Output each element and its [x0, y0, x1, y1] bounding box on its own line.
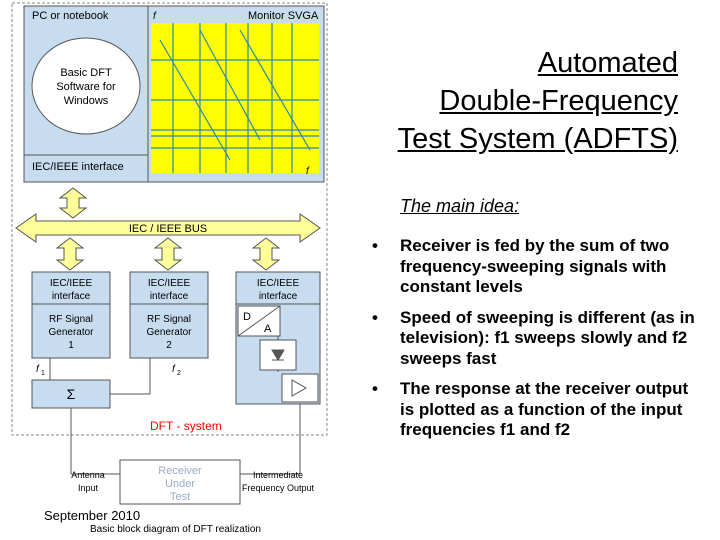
iec-bus — [15, 213, 321, 243]
amplifier-icon — [291, 379, 308, 397]
antenna-line-2: Input — [78, 483, 99, 493]
bullet-item: • Speed of sweeping is different (as in … — [372, 308, 702, 370]
bullet-item: • The response at the receiver output is… — [372, 379, 702, 441]
gen2-iface-2: interface — [150, 291, 189, 302]
slide-date: September 2010 — [44, 508, 141, 523]
bullet-text: Receiver is fed by the sum of two freque… — [400, 236, 670, 296]
f1-sub: 1 — [41, 370, 45, 377]
software-line-3: Windows — [64, 95, 109, 107]
gen2-line-2: Generator — [146, 327, 192, 338]
receiver-line-1: Receiver — [158, 465, 202, 477]
adc-iface-2: interface — [259, 291, 298, 302]
bullet-text: Speed of sweeping is different (as in te… — [400, 307, 695, 368]
f1-label: f — [36, 364, 40, 375]
bullet-glyph: • — [372, 379, 378, 398]
gen1-iface-2: interface — [52, 291, 91, 302]
bullet-list: • Receiver is fed by the sum of two freq… — [372, 236, 702, 451]
software-line-1: Basic DFT — [60, 67, 112, 79]
gen2-line-3: 2 — [166, 340, 172, 351]
adc-a: A — [264, 323, 272, 335]
monitor-plot — [151, 23, 319, 173]
software-ellipse — [31, 37, 141, 135]
bullet-item: • Receiver is fed by the sum of two freq… — [372, 236, 702, 298]
gen1-line-1: RF Signal — [49, 314, 93, 325]
if-line-2: Frequency Output — [242, 483, 315, 493]
bullet-text: The response at the receiver output is p… — [400, 379, 689, 439]
gen1-line-3: 1 — [68, 340, 74, 351]
title-line-1: Automated — [537, 47, 678, 79]
f2-sub: 2 — [177, 370, 181, 377]
receiver-line-3: Test — [170, 491, 190, 503]
gen1-line-2: Generator — [48, 327, 94, 338]
if-line-1: Intermediate — [253, 470, 303, 480]
software-line-2: Software for — [56, 81, 116, 93]
iec-interface-pc: IEC/IEEE interface — [32, 161, 124, 173]
bullet-glyph: • — [372, 307, 378, 327]
bus-adc-arrow — [251, 237, 281, 271]
f2-label: f — [172, 364, 176, 375]
amp-box — [281, 373, 319, 403]
dft-system-label: DFT - system — [150, 419, 222, 433]
diagram-frame — [11, 2, 328, 436]
monitor-screen — [151, 23, 319, 173]
bus-gen2-arrow — [153, 237, 183, 271]
bus-label: IEC / IEEE BUS — [129, 223, 207, 235]
bullet-glyph: • — [372, 236, 378, 255]
pc-label: PC or notebook — [32, 10, 109, 22]
dft-block-diagram: PC or notebook Basic DFT Software for Wi… — [11, 2, 328, 535]
title-line-2: Double-Frequency — [439, 85, 678, 117]
slide-title: Automated Double-Frequency Test System (… — [318, 44, 678, 158]
gen2-block — [129, 271, 209, 359]
monitor-label: Monitor SVGA — [248, 10, 319, 22]
adc-d: D — [243, 311, 251, 323]
pc-bus-arrow — [58, 187, 88, 219]
summer-symbol: Σ — [67, 386, 76, 402]
axis-x-label: f — [306, 166, 310, 177]
axis-y-label: f — [153, 11, 157, 22]
title-line-3: Test System (ADFTS) — [397, 123, 678, 155]
subtitle: The main idea: — [400, 196, 520, 216]
antenna-line-1: Antenna — [71, 470, 105, 480]
gen1-block — [31, 271, 111, 359]
gen2-line-1: RF Signal — [147, 314, 191, 325]
gen1-iface-1: IEC/IEEE — [50, 278, 93, 289]
diode-icon — [271, 349, 285, 361]
gen2-iface-1: IEC/IEEE — [148, 278, 191, 289]
adc-iface-1: IEC/IEEE — [257, 278, 300, 289]
bus-gen1-arrow — [55, 237, 85, 271]
diagram-caption: Basic block diagram of DFT realization — [90, 524, 261, 535]
receiver-line-2: Under — [165, 478, 195, 490]
receiver-block — [119, 459, 241, 505]
